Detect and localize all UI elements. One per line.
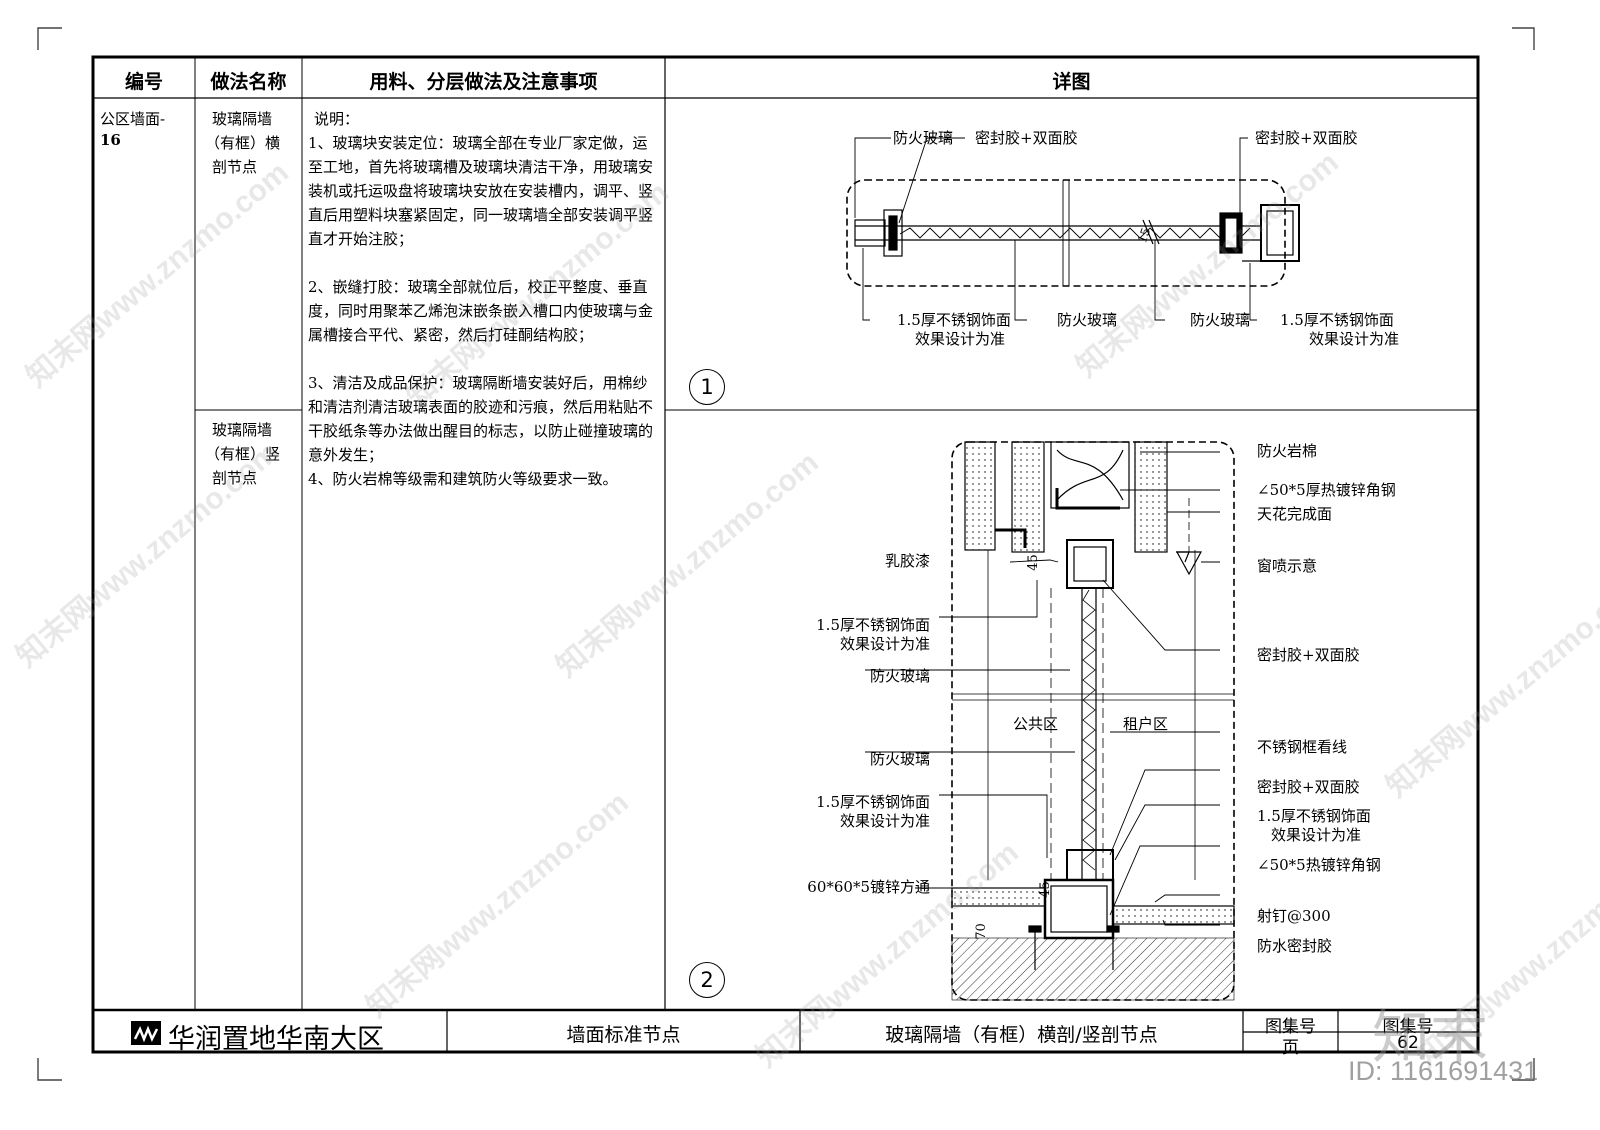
d1-sealant-top-right: 密封胶+双面胶 <box>1255 129 1358 147</box>
note-2: 2、嵌缝打胶：玻璃全部就位后，校正平整度、垂直度，同时用聚苯乙烯泡沫嵌条嵌入槽口… <box>308 278 654 344</box>
detail1-drawing <box>846 137 1300 321</box>
note-1: 1、玻璃块安装定位：玻璃全部在专业厂家定做，运至工地，首先将玻璃槽及玻璃块清洁干… <box>308 134 654 248</box>
method-name-1a: 玻璃隔墙 <box>212 110 273 128</box>
d2-steel2-1: 1.5厚不锈钢饰面 <box>816 793 930 811</box>
d1-fire-glass-top: 防火玻璃 <box>893 129 954 147</box>
d1-steel-left-1: 1.5厚不锈钢饰面 <box>897 311 1011 329</box>
d1-fire-glass-mid1: 防火玻璃 <box>1057 311 1118 329</box>
method-name-1b: （有框）横 <box>205 134 281 152</box>
d2-steel1-1: 1.5厚不锈钢饰面 <box>816 616 930 634</box>
d2-ceiling: 天花完成面 <box>1257 505 1333 523</box>
footer-atlas-no-label: 图集号 <box>1265 1017 1316 1037</box>
d2-angle-steel-top: ∠50*5厚热镀锌角钢 <box>1257 481 1396 499</box>
d2-square-tube: 60*60*5镀锌方通 <box>807 878 930 896</box>
d1-steel-right-1: 1.5厚不锈钢饰面 <box>1280 311 1394 329</box>
d2-latex-paint: 乳胶漆 <box>884 552 930 570</box>
d2-public-area: 公共区 <box>1013 715 1059 733</box>
d2-dim70: 70 <box>973 923 989 940</box>
code-line1: 公区墙面- <box>100 110 166 128</box>
d2-dim45b: 45 <box>1037 881 1053 898</box>
watermark-id: ID: 1161691431 <box>1348 1056 1539 1086</box>
d2-frame-line: 不锈钢框看线 <box>1257 738 1348 756</box>
d2-fire-glass2: 防火玻璃 <box>869 750 930 768</box>
method-name-2c: 剖节点 <box>212 469 258 487</box>
detail1-number: 1 <box>689 369 725 405</box>
d2-nail: 射钉@300 <box>1257 907 1331 925</box>
d2-waterproof: 防水密封胶 <box>1257 937 1333 955</box>
footer-page-value: 62 <box>1397 1033 1419 1053</box>
footer-title: 玻璃隔墙（有框）横剖/竖剖节点 <box>885 1024 1158 1046</box>
d1-steel-left-2: 效果设计为准 <box>915 330 1006 348</box>
header-method: 做法名称 <box>210 71 287 93</box>
detail2-number: 2 <box>689 962 725 998</box>
method-name-1c: 剖节点 <box>212 158 258 176</box>
d2-dim45a: 45 <box>1025 554 1041 571</box>
footer-page-label: 页 <box>1282 1038 1299 1058</box>
d2-tenant-area: 租户区 <box>1123 715 1169 733</box>
d2-sealant1: 密封胶+双面胶 <box>1257 646 1360 664</box>
d2-steel2-2: 效果设计为准 <box>839 812 930 830</box>
d2-sealant2: 密封胶+双面胶 <box>1257 778 1360 796</box>
footer-atlas-no-value-label: 图集号 <box>1382 1017 1434 1037</box>
method-name-2a: 玻璃隔墙 <box>212 421 273 439</box>
note-3: 3、清洁及成品保护：玻璃隔断墙安装好后，用棉纱和清洁剂清洁玻璃表面的胶迹和污痕，… <box>308 374 654 464</box>
d2-steel3-1: 1.5厚不锈钢饰面 <box>1257 807 1371 825</box>
header-materials: 用料、分层做法及注意事项 <box>369 71 598 93</box>
d2-steel1-2: 效果设计为准 <box>839 635 930 653</box>
detail2-drawing <box>865 441 1235 1001</box>
footer-category: 墙面标准节点 <box>566 1024 681 1046</box>
notes-title: 说明： <box>314 110 360 128</box>
note-4: 4、防火岩棉等级需和建筑防火等级要求一致。 <box>308 470 618 488</box>
code-line2: 16 <box>100 131 121 149</box>
d1-sealant-top-left: 密封胶+双面胶 <box>975 129 1078 147</box>
header-detail: 详图 <box>1052 71 1091 93</box>
d2-angle-steel-bottom: ∠50*5热镀锌角钢 <box>1257 856 1381 874</box>
d2-steel3-2: 效果设计为准 <box>1271 826 1362 844</box>
footer-company: 华润置地华南大区 <box>168 1024 384 1055</box>
company-logo-icon <box>131 1021 161 1045</box>
d2-fire-glass1: 防火玻璃 <box>869 667 930 685</box>
d1-steel-right-2: 效果设计为准 <box>1309 330 1400 348</box>
d2-rock-wool: 防火岩棉 <box>1257 442 1318 460</box>
d2-sprinkler: 窗喷示意 <box>1257 557 1318 575</box>
header-code: 编号 <box>124 71 163 93</box>
d1-fire-glass-mid2: 防火玻璃 <box>1190 311 1251 329</box>
method-name-2b: （有框）竖 <box>205 445 281 463</box>
watermark-logo: 知末 <box>1372 1003 1489 1071</box>
